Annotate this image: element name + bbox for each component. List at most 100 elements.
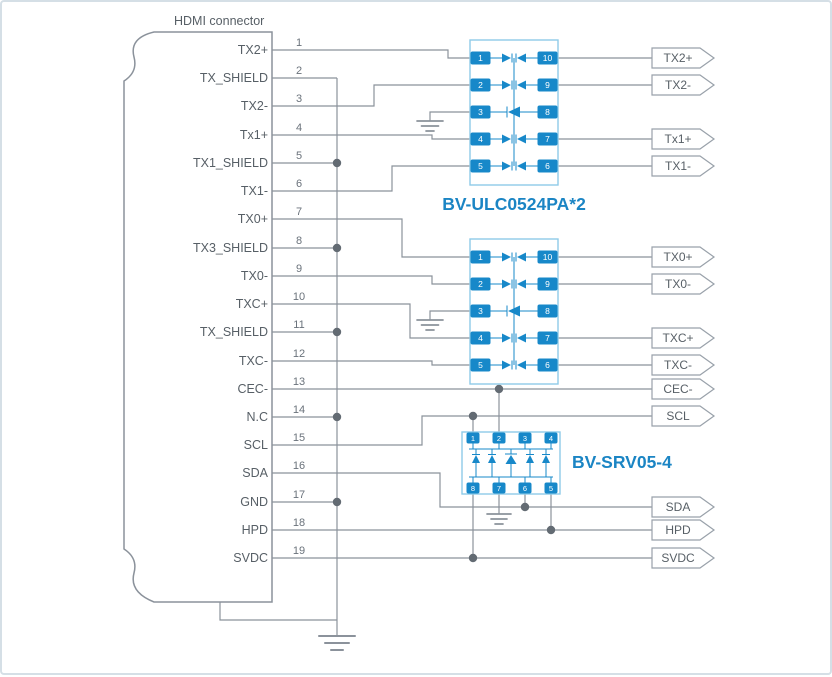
ic-pin: [537, 250, 558, 264]
ic-pin: [537, 358, 558, 372]
pin-label: TX0+: [238, 212, 268, 226]
output-tag: SCL: [651, 405, 716, 427]
ic-pin: [470, 304, 491, 318]
ic-pin-number: 2: [478, 80, 483, 90]
output-tag-label: Tx1+: [664, 132, 691, 146]
ic-pin-number: 3: [478, 107, 483, 117]
output-tags: TX2+ TX2- Tx1+ TX1- TX0+ TX0- TXC+ TXC- …: [651, 47, 716, 569]
junction-dot: [332, 412, 342, 422]
pin-number: 19: [293, 545, 305, 557]
output-tag-label: SDA: [666, 500, 691, 514]
ic-pin-number: 6: [545, 360, 550, 370]
output-tag-label: SCL: [666, 409, 690, 423]
ic-pin: [537, 51, 558, 65]
ic-pin: [470, 51, 491, 65]
ic-pin-number: 10: [543, 252, 553, 262]
pin-number: 6: [296, 178, 302, 190]
ground-symbol-main: [318, 635, 356, 651]
output-tag: TX1-: [651, 155, 716, 177]
ic-pin-number: 9: [545, 80, 550, 90]
output-tag: TX0-: [651, 273, 716, 295]
ic-pin-number: 4: [478, 134, 483, 144]
wire-pin3: [272, 84, 470, 107]
junction-dot: [546, 525, 556, 535]
ic-pin: [537, 277, 558, 291]
output-tag: SDA: [651, 496, 716, 518]
pin-number: 7: [296, 206, 302, 218]
ic-pin-number: 7: [545, 333, 550, 343]
ic-pin: [470, 277, 491, 291]
wire-pin12: [272, 360, 470, 366]
output-tag: CEC-: [651, 378, 716, 400]
pin-number: 4: [296, 122, 302, 134]
pin-number: 5: [296, 150, 302, 162]
hdmi-connector-title: HDMI connector: [174, 14, 264, 28]
ic-pin: [518, 482, 532, 494]
pin-label: CEC-: [237, 382, 268, 396]
wire-pin16-sda: [272, 472, 652, 508]
ic-pin: [470, 132, 491, 146]
pin-number: 10: [293, 291, 305, 303]
pin-label: Tx1+: [240, 128, 268, 142]
ulc-part-label: BV-ULC0524PA*2: [442, 194, 586, 214]
pin-number: 3: [296, 93, 302, 105]
output-tag: TX2+: [651, 47, 716, 69]
ground-symbol-srv: [486, 513, 512, 525]
ic-pin: [492, 432, 506, 444]
wire-connector-bottom: [219, 602, 337, 621]
wire-ic1-gnd: [429, 111, 470, 121]
pin-number: 15: [293, 432, 305, 444]
junction-dot: [332, 158, 342, 168]
ic-pin: [466, 432, 480, 444]
ic-pin-number: 8: [545, 107, 550, 117]
ic-pin-number: 7: [545, 134, 550, 144]
ic-pin-number: 4: [549, 434, 553, 443]
pin-number: 18: [293, 517, 305, 529]
pin-number: 13: [293, 376, 305, 388]
wire-ic2-gnd: [429, 310, 470, 320]
output-tag-label: CEC-: [663, 382, 692, 396]
ic-pin-number: 10: [543, 53, 553, 63]
wire-pin1: [272, 49, 470, 59]
hdmi-connector-outline: [123, 31, 273, 603]
junction-dot: [520, 502, 530, 512]
pin-label: TX_SHIELD: [200, 325, 268, 339]
pin-number: 11: [293, 319, 304, 331]
ic-pin-number: 1: [478, 252, 483, 262]
ic-pin-number: 2: [497, 434, 501, 443]
output-tag: Tx1+: [651, 128, 716, 150]
wire-pin4: [272, 134, 470, 140]
pin-label: TX0-: [241, 269, 268, 283]
output-tag: TX2-: [651, 74, 716, 96]
output-tag: HPD: [651, 519, 716, 541]
pin-number: 16: [293, 460, 305, 472]
ic-pin: [470, 159, 491, 173]
srv-part-label: BV-SRV05-4: [572, 452, 672, 472]
ic-pin-number: 8: [545, 306, 550, 316]
pin-number: 8: [296, 235, 302, 247]
ic-pin-number: 5: [478, 360, 483, 370]
output-tag-label: TX1-: [665, 159, 691, 173]
pin-number: 14: [293, 404, 305, 416]
ic-pin-number: 1: [471, 434, 475, 443]
ic-pin: [470, 358, 491, 372]
ic-pin-number: 9: [545, 279, 550, 289]
pin-label: TX1-: [241, 184, 268, 198]
pin-label: GND: [240, 495, 268, 509]
junction-dot: [468, 553, 478, 563]
pin-label: SCL: [244, 438, 268, 452]
ic-pin: [470, 78, 491, 92]
ic-pin: [470, 250, 491, 264]
pin-label: TX3_SHIELD: [193, 241, 268, 255]
pin-label: HPD: [242, 523, 268, 537]
output-tag: TXC-: [651, 354, 716, 376]
wire-pin15-scl: [272, 415, 652, 446]
junction-dot: [332, 497, 342, 507]
ic-pin-number: 1: [478, 53, 483, 63]
ic-pin: [470, 105, 491, 119]
ic-pin-number: 4: [478, 333, 483, 343]
pin-number: 2: [296, 65, 302, 77]
ic-pin-number: 6: [523, 484, 527, 493]
ic-pin-number: 2: [478, 279, 483, 289]
